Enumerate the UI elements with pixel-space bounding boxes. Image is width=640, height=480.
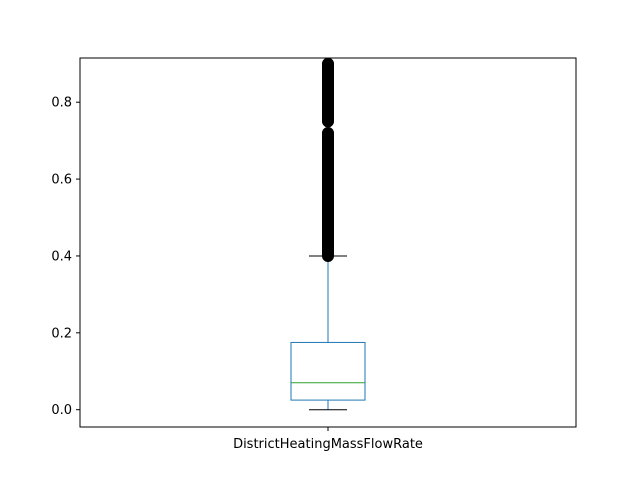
chart-marks [290, 57, 366, 411]
y-tick-label: 0.0 [51, 403, 72, 418]
y-tick-label: 0.2 [51, 326, 72, 341]
y-tick-label: 0.8 [51, 96, 72, 111]
outlier-point [322, 126, 334, 139]
outliers [322, 57, 334, 262]
outlier-point [322, 57, 334, 70]
y-axis: 0.0 0.2 0.4 0.6 0.8 [51, 96, 80, 418]
x-axis: DistrictHeatingMassFlowRate [233, 427, 423, 452]
iqr-box [290, 341, 366, 401]
y-tick-label: 0.4 [51, 249, 72, 264]
y-tick-label: 0.6 [51, 173, 72, 188]
x-tick-label: DistrictHeatingMassFlowRate [233, 437, 423, 452]
